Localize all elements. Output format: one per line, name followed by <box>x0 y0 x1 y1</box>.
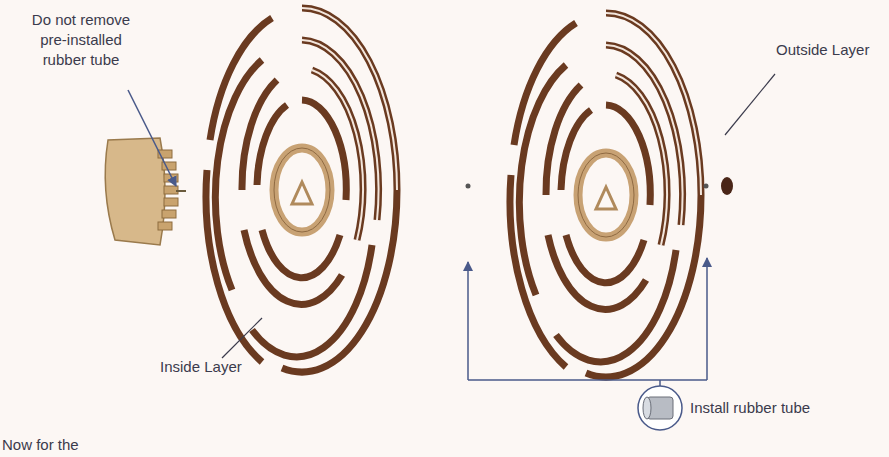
instruction-note: Install rubber tube <box>690 398 840 418</box>
body-text: Now for the <box>2 435 122 455</box>
part-label: Outside Layer <box>776 40 886 60</box>
gear-part <box>105 138 186 245</box>
part-label: Inside Layer <box>160 357 280 377</box>
warning-note: Do not remove pre-installed rubber tube <box>22 10 140 70</box>
